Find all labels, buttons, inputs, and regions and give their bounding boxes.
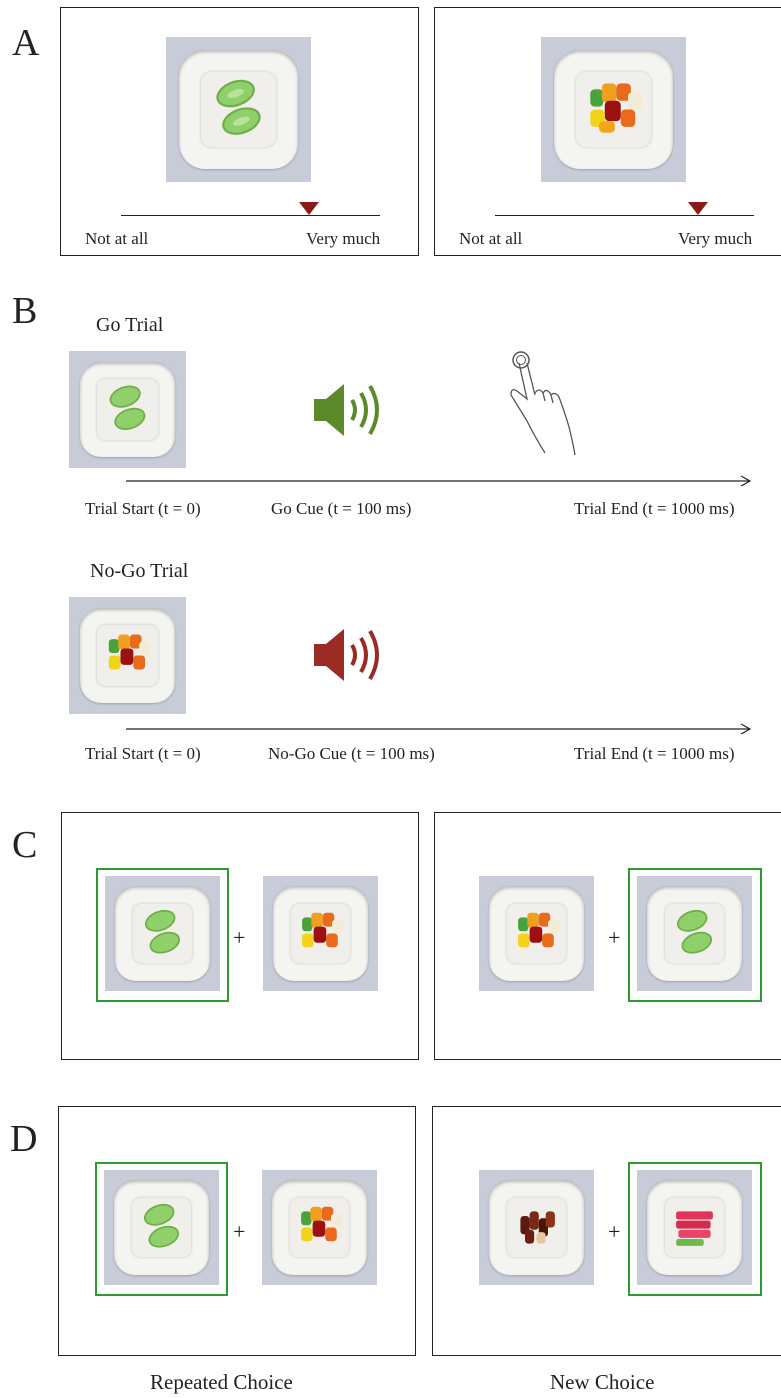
choice-screen-left: + <box>61 812 419 1060</box>
panel-letter-c: C <box>12 824 38 866</box>
choice-screen-repeated: + <box>58 1106 416 1356</box>
food-option-green-candy[interactable] <box>104 1170 219 1285</box>
hand-press-icon <box>510 351 576 456</box>
gummy-bears-icon <box>108 634 151 670</box>
go-cue-speaker-icon <box>314 384 379 436</box>
scale-low-label: Not at all <box>85 229 149 248</box>
rating-screen-left: Not at all Very much <box>60 7 419 256</box>
selection-box <box>96 868 229 1002</box>
sour-strips-icon <box>676 1211 713 1246</box>
gummy-bears-icon <box>518 912 560 948</box>
food-option-sour-strips[interactable] <box>637 1170 752 1285</box>
fixation-cross: + <box>233 1219 246 1244</box>
rating-screen-right: Not at all Very much <box>434 7 781 256</box>
food-image-green-candy <box>166 37 311 182</box>
selection-box <box>95 1162 228 1296</box>
green-candy-icon <box>216 79 261 135</box>
food-option-gummy-bears[interactable] <box>479 876 594 991</box>
new-choice-caption: New Choice <box>550 1370 655 1394</box>
go-trial-end-label: Trial End (t = 1000 ms) <box>574 499 735 518</box>
fixation-cross: + <box>608 925 621 950</box>
food-option-cola-bottles[interactable] <box>479 1170 594 1285</box>
panel-letter-b: B <box>12 290 38 332</box>
go-cue-label: Go Cue (t = 100 ms) <box>271 499 412 518</box>
go-trial-start-label: Trial Start (t = 0) <box>85 499 201 518</box>
rating-scale-line <box>495 215 754 216</box>
gummy-bears-icon <box>590 83 643 133</box>
nogo-trial-end-label: Trial End (t = 1000 ms) <box>574 744 735 763</box>
fixation-cross: + <box>608 1219 621 1244</box>
go-timeline-arrow <box>126 475 752 487</box>
food-image-gummy-bears <box>541 37 686 182</box>
panel-letter-d: D <box>10 1118 38 1160</box>
food-option-gummy-bears[interactable] <box>262 1170 377 1285</box>
choice-screen-new: + <box>432 1106 781 1356</box>
rating-scale-line <box>121 215 380 216</box>
food-image-green-candy <box>69 351 186 468</box>
fixation-cross: + <box>233 925 246 950</box>
green-candy-icon <box>676 909 713 954</box>
nogo-timeline-arrow <box>126 723 752 735</box>
nogo-cue-label: No-Go Cue (t = 100 ms) <box>268 744 435 763</box>
green-candy-icon <box>144 909 181 954</box>
rating-marker-icon[interactable] <box>688 202 708 216</box>
nogo-cue-speaker-icon <box>314 629 379 681</box>
selection-box <box>628 868 762 1002</box>
food-option-green-candy[interactable] <box>637 876 752 991</box>
green-candy-icon <box>109 385 146 430</box>
scale-high-label: Very much <box>306 229 381 248</box>
food-option-green-candy[interactable] <box>105 876 220 991</box>
food-image-gummy-bears <box>69 597 186 714</box>
choice-screen-right: + <box>434 812 781 1060</box>
nogo-trial-start-label: Trial Start (t = 0) <box>85 744 201 763</box>
go-trial-title: Go Trial <box>96 314 164 336</box>
cola-candy-icon <box>520 1211 555 1244</box>
food-option-gummy-bears[interactable] <box>263 876 378 991</box>
green-candy-icon <box>143 1203 180 1248</box>
gummy-bears-icon <box>301 1206 343 1242</box>
selection-box <box>628 1162 762 1296</box>
scale-low-label: Not at all <box>459 229 523 248</box>
repeated-choice-caption: Repeated Choice <box>150 1370 293 1394</box>
rating-marker-icon[interactable] <box>299 202 319 216</box>
gummy-bears-icon <box>302 912 344 948</box>
scale-high-label: Very much <box>678 229 753 248</box>
nogo-trial-title: No-Go Trial <box>90 560 189 582</box>
panel-letter-a: A <box>12 22 40 64</box>
